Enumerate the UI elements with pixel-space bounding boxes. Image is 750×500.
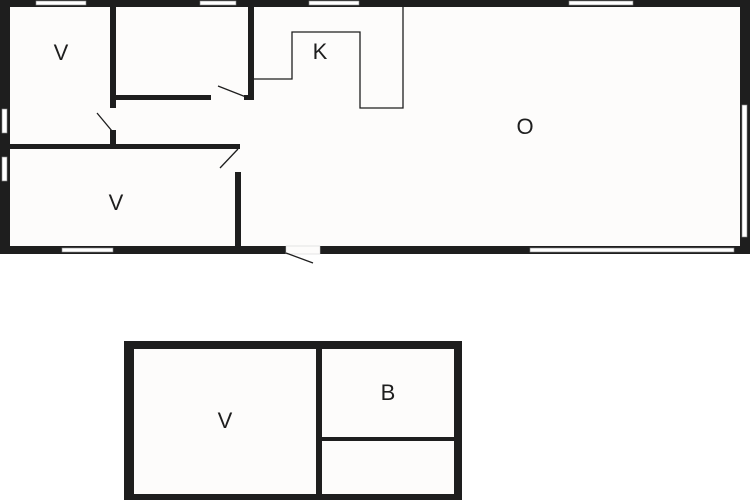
door-swings (96, 85, 314, 264)
annex-room-bathroom (322, 349, 454, 437)
window (35, 0, 87, 6)
window (308, 0, 360, 6)
kitchen-counter (254, 6, 404, 109)
door-openings (110, 95, 321, 255)
window (529, 247, 735, 253)
window (199, 0, 237, 6)
window (568, 0, 634, 6)
main-building-floor (8, 6, 746, 248)
room-label-kitchen: K (313, 39, 328, 64)
windows (1, 0, 748, 253)
window (61, 247, 114, 253)
room-label-bedroom-annex: V (218, 408, 233, 433)
door-swing (217, 85, 247, 98)
room-label-bedroom-bottom-left: V (109, 190, 124, 215)
door-swing (96, 112, 113, 132)
room-label-bedroom-top-left: V (54, 40, 69, 65)
annex-room-bedroom (134, 349, 316, 494)
room-label-living-room: O (516, 114, 533, 139)
room-label-bathroom: B (381, 380, 396, 405)
door-swing (219, 148, 239, 169)
window (1, 156, 8, 182)
annex-room-storage (322, 441, 454, 494)
window (1, 108, 8, 134)
door-swing (285, 252, 314, 264)
window (741, 104, 748, 238)
